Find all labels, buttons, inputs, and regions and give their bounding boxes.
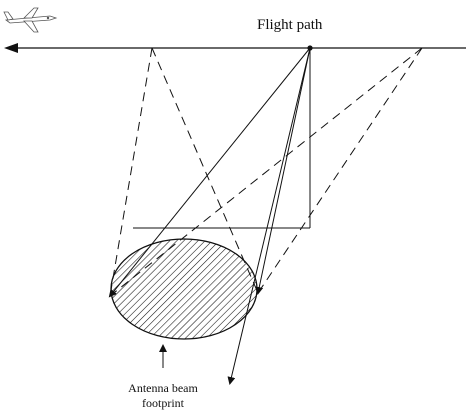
beam-edge-right xyxy=(255,47,311,295)
dashed-beam-earlier-left xyxy=(109,47,153,297)
dashed-beam-later-right xyxy=(257,47,423,294)
footprint-label-line2: footprint xyxy=(142,396,185,410)
beam-center-ray xyxy=(227,47,311,385)
antenna-beam-footprint xyxy=(110,238,258,340)
beam-edge-left xyxy=(108,47,311,298)
flight-path-label: Flight path xyxy=(257,17,323,33)
footprint-label-line1: Antenna beam xyxy=(128,381,198,395)
aircraft-icon xyxy=(3,7,58,33)
dashed-beam-later-left xyxy=(109,47,423,297)
flight-path-arrowhead xyxy=(4,43,18,53)
